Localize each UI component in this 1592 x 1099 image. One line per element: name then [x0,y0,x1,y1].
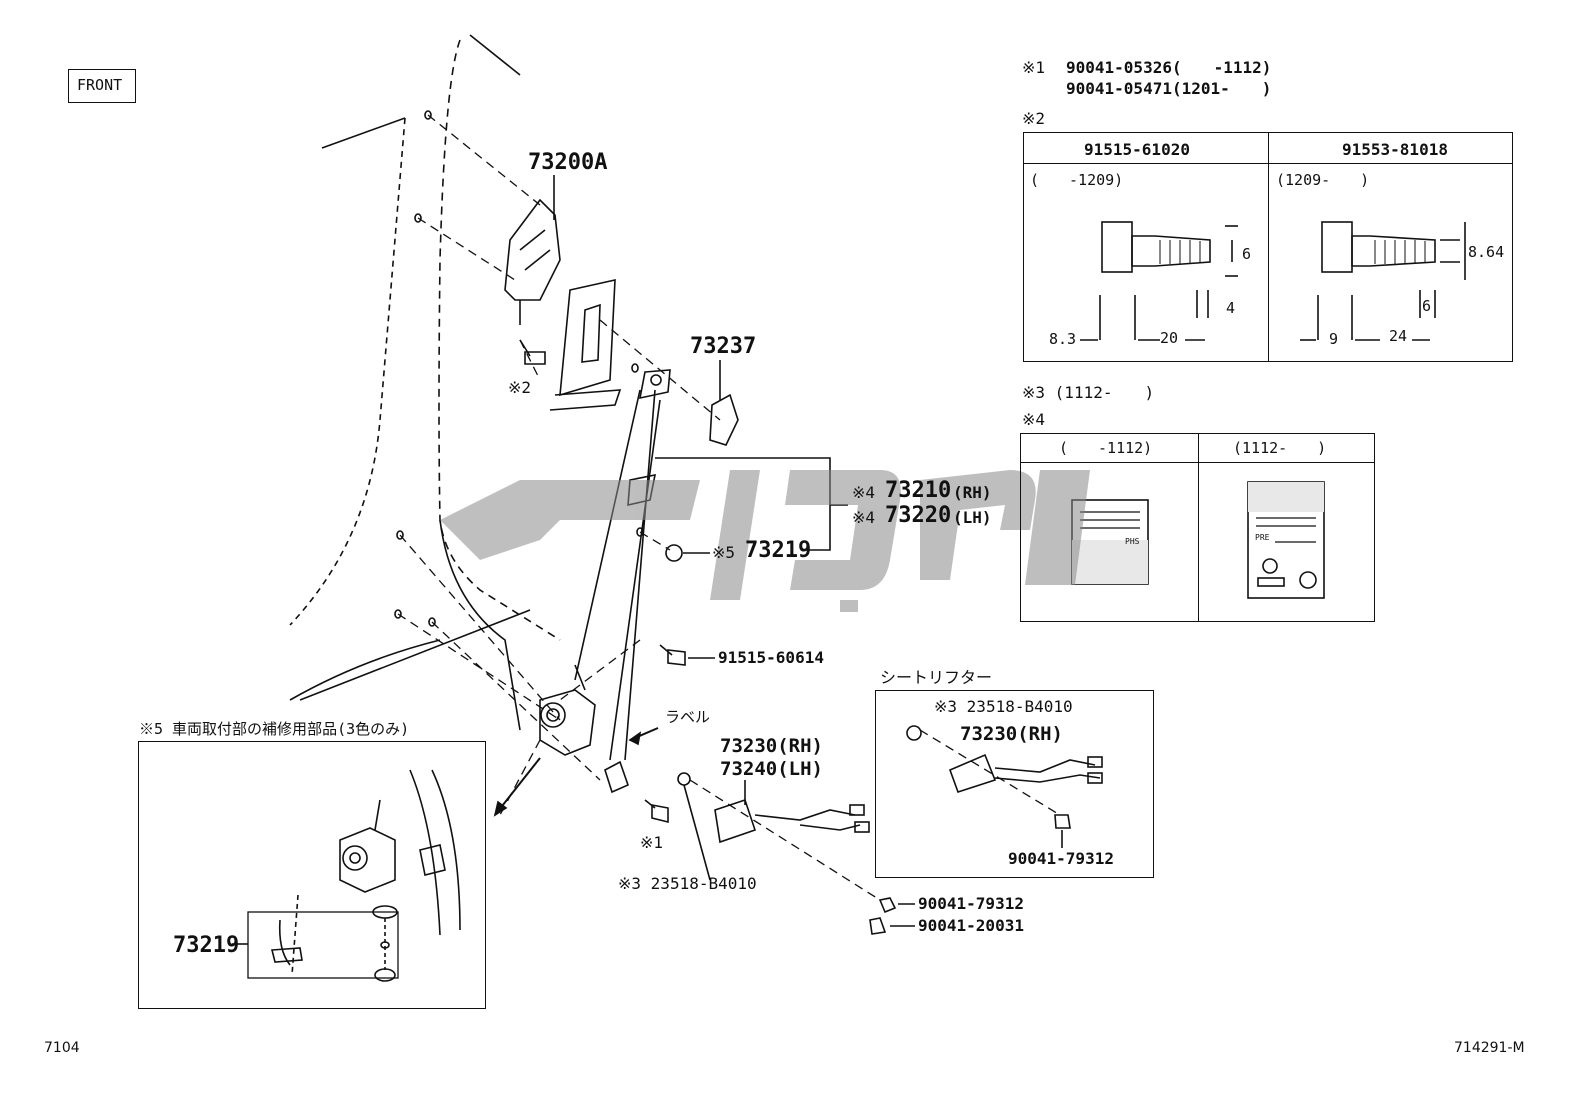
inset-box: 73219 [138,741,486,1009]
bolt-col2-range: (1209- ) [1276,171,1370,189]
bolt-col2-tip: 6 [1422,297,1432,315]
note-1-mark: ※1 [1022,58,1046,77]
inset-part-73219: 73219 [173,933,240,958]
seat-lifter-box: ※3 23518-B4010 73230(RH) 90041-79312 [875,690,1154,878]
note-1-line2: 90041-05471(1201- ) [1066,79,1272,98]
label-col1-small-text: PHS [1125,537,1140,546]
part-73220-side: (LH) [953,508,992,527]
lifter-part-90041: 90041-79312 [1008,849,1114,868]
lifter-part-23518: ※3 23518-B4010 [934,697,1073,716]
part-73200A: 73200A [528,150,608,175]
note-1-line1: 90041-05326( -1112) [1066,58,1272,77]
mark-2-bolt: ※2 [508,378,532,397]
part-91515-60614: 91515-60614 [718,648,824,667]
part-73210-side: (RH) [953,483,992,502]
label-callout: ラベル [665,708,711,726]
label-col1-range: ( -1112) [1059,439,1153,457]
footer-right-code: 714291-M [1454,1040,1525,1056]
bolt-col1-part: 91515-61020 [1084,140,1190,159]
part-73230-rh: 73230(RH) [720,735,823,757]
label-col2-small-text: PRE [1255,533,1270,542]
part-73210: 73210 [885,478,952,503]
part-90041-79312: 90041-79312 [918,894,1024,913]
part-23518-b4010: ※3 23518-B4010 [618,874,757,893]
part-73219-mark: ※5 [712,543,736,562]
bolt-table: 91515-61020 91553-81018 ( -1209) (1209- … [1023,132,1513,362]
note-2-mark: ※2 [1022,109,1046,128]
part-73219: 73219 [745,538,812,563]
bolt-col2-dia: 8.64 [1468,243,1505,261]
bolt-col1-dia: 6 [1242,245,1252,263]
bolt-col2-head: 9 [1329,330,1339,348]
front-indicator: FRONT [68,69,136,103]
inset-title: ※5 車両取付部の補修用部品(3色のみ) [139,720,410,738]
label-table: ( -1112) (1112- ) PHS PRE [1020,433,1375,622]
part-90041-20031: 90041-20031 [918,916,1024,935]
front-label: FRONT [77,76,123,94]
bolt-col2-len: 24 [1389,327,1408,345]
seat-lifter-title: シートリフター [880,668,993,687]
note-4-mark: ※4 [1022,410,1046,429]
lifter-part-73230: 73230(RH) [960,723,1063,745]
part-73237: 73237 [690,334,757,359]
bolt-col1-head: 8.3 [1049,330,1077,348]
part-73220-mark: ※4 [852,508,876,527]
mark-1-bolt: ※1 [640,833,664,852]
bolt-col1-range: ( -1209) [1030,171,1124,189]
bolt-col1-len: 20 [1160,329,1179,347]
part-73240-lh: 73240(LH) [720,758,823,780]
bolt-col2-part: 91553-81018 [1342,140,1448,159]
part-73210-mark: ※4 [852,483,876,502]
bolt-col1-tip: 4 [1226,299,1236,317]
footer-left-code: 7104 [44,1040,80,1056]
note-3: ※3 (1112- ) [1022,383,1155,402]
label-col2-range: (1112- ) [1233,439,1327,457]
part-73220: 73220 [885,503,952,528]
